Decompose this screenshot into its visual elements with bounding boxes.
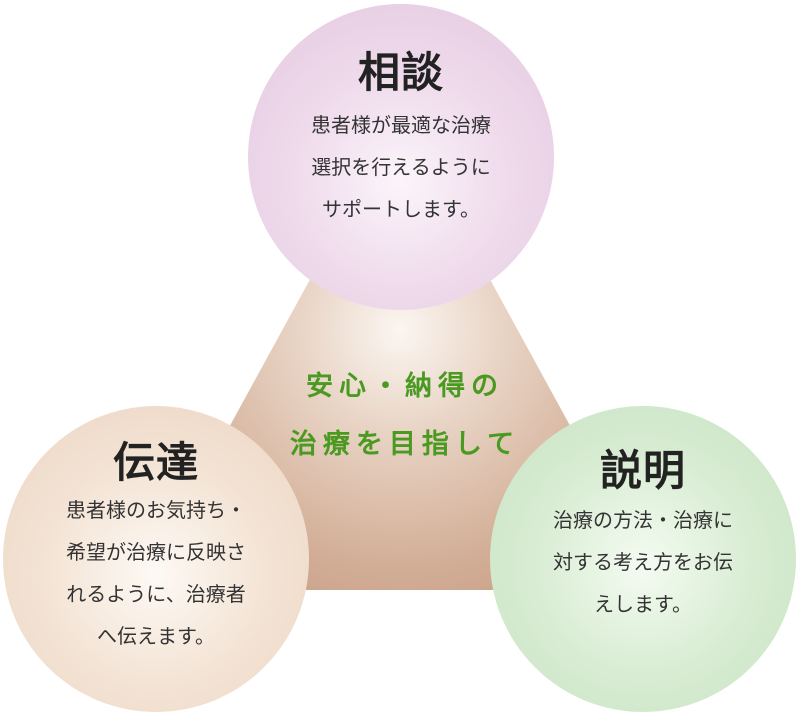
- explanation-line: 対する考え方をお伝: [553, 550, 733, 574]
- circle-explanation: 説明 治療の方法・治療に 対する考え方をお伝 えします。: [490, 406, 796, 712]
- center-slogan-line1: 安心・納得の: [306, 371, 504, 402]
- consultation-line: サポートします。: [322, 197, 480, 221]
- consultation-line: 患者様が最適な治療: [311, 113, 491, 137]
- consultation-description: 患者様が最適な治療 選択を行えるように サポートします。: [248, 104, 554, 230]
- communication-title: 伝達: [112, 438, 199, 487]
- center-slogan: 安心・納得の 治療を目指して: [270, 358, 540, 474]
- explanation-description: 治療の方法・治療に 対する考え方をお伝 えします。: [490, 499, 796, 625]
- circle-communication: 伝達 患者様のお気持ち・ 希望が治療に反映さ れるように、治療者 へ伝えます。: [3, 406, 309, 712]
- explanation-line: えします。: [594, 592, 692, 616]
- center-slogan-line2: 治療を目指して: [289, 429, 521, 460]
- communication-line: 患者様のお気持ち・: [66, 498, 246, 522]
- explanation-title: 説明: [599, 446, 686, 495]
- circle-consultation: 相談 患者様が最適な治療 選択を行えるように サポートします。: [248, 4, 554, 310]
- communication-line: 希望が治療に反映さ: [66, 540, 246, 564]
- communication-description: 患者様のお気持ち・ 希望が治療に反映さ れるように、治療者 へ伝えます。: [3, 489, 309, 657]
- communication-line: れるように、治療者: [66, 582, 246, 606]
- explanation-line: 治療の方法・治療に: [553, 508, 733, 532]
- consultation-title: 相談: [357, 48, 444, 97]
- consultation-line: 選択を行えるように: [311, 155, 491, 179]
- communication-line: へ伝えます。: [97, 624, 215, 648]
